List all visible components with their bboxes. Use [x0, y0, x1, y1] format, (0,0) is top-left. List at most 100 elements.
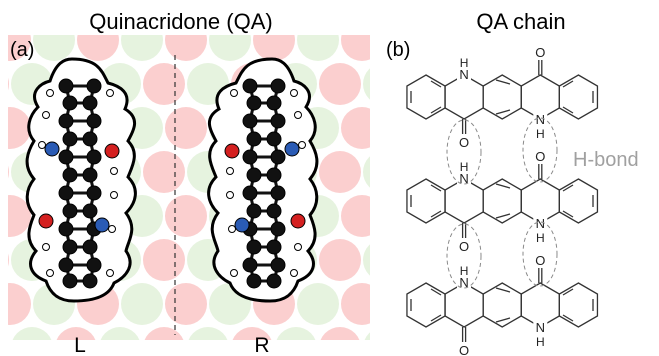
oxygen-label: O [459, 343, 469, 356]
atom [266, 95, 282, 111]
atom [62, 167, 78, 183]
atom [108, 225, 116, 233]
atom [266, 239, 282, 255]
lattice-site [8, 253, 9, 267]
lattice-site [0, 327, 9, 356]
oxygen-label: O [459, 135, 469, 150]
atom [266, 167, 282, 183]
atom [242, 257, 258, 273]
atom [62, 131, 78, 147]
lattice-site [209, 35, 251, 61]
lattice-site [319, 239, 361, 281]
oxygen-label: O [535, 149, 545, 164]
lattice-site [276, 327, 316, 340]
atom [246, 273, 262, 289]
left-panel-title: Quinacridone (QA) [89, 9, 272, 34]
atom [226, 191, 234, 199]
lattice-site [8, 283, 31, 325]
lattice-site [188, 327, 228, 340]
lattice-site [341, 35, 370, 61]
lattice-site [253, 35, 295, 61]
lattice-site [363, 244, 370, 276]
nitrogen-label: N [536, 216, 545, 231]
lattice-site [297, 35, 339, 61]
lattice-site [363, 156, 370, 188]
atom [86, 78, 102, 94]
lattice-site [144, 327, 184, 340]
nitrogen-label: N [536, 112, 545, 127]
atom [82, 95, 98, 111]
lattice-site [341, 195, 370, 237]
atom [58, 221, 74, 237]
qa-molecule-middle: O O N H N H [406, 149, 599, 254]
atom [94, 217, 110, 233]
lattice-site [385, 107, 427, 149]
atom [266, 131, 282, 147]
atom [246, 167, 262, 183]
lattice-site [341, 107, 370, 149]
atom [290, 269, 298, 277]
atom [298, 141, 306, 149]
lattice-site [385, 283, 427, 325]
atom [294, 111, 302, 119]
atom [42, 111, 50, 119]
atom [270, 185, 286, 201]
lattice-site [8, 195, 31, 237]
nitrogen-label: N [459, 171, 468, 186]
lattice-site [8, 35, 31, 61]
atom [82, 239, 98, 255]
atom [270, 257, 286, 273]
oxygen-label: O [535, 45, 545, 60]
oxygen-label: O [535, 253, 545, 268]
lattice-site [165, 107, 207, 149]
lattice-site [385, 195, 427, 237]
atom [58, 185, 74, 201]
lattice-site [8, 165, 9, 179]
atom [38, 141, 46, 149]
atom [290, 213, 306, 229]
lattice-site [320, 327, 360, 340]
lattice-site [121, 283, 163, 325]
hydrogen-label: H [536, 335, 545, 349]
hydrogen-label: H [536, 127, 545, 141]
lattice-site [319, 151, 361, 193]
atom [38, 213, 54, 229]
atom [242, 185, 258, 201]
atom [266, 203, 282, 219]
molecule-L-atoms [38, 78, 120, 289]
nitrogen-label: N [536, 320, 545, 335]
atom [110, 167, 118, 175]
lattice-site [143, 239, 185, 281]
enantiomer-label-L: L [74, 334, 86, 356]
atom [270, 113, 286, 129]
oxygen-label: O [459, 239, 469, 254]
atom [82, 131, 98, 147]
hbond-label: H-bond [573, 149, 639, 171]
lattice-site [8, 107, 31, 149]
atom [62, 95, 78, 111]
atom [246, 239, 262, 255]
hydrogen-label: H [460, 264, 469, 278]
atom [266, 273, 282, 289]
atom [82, 273, 98, 289]
qa-molecule-bottom: O O N H N H [406, 253, 599, 356]
atom [242, 113, 258, 129]
lattice-site [232, 327, 272, 340]
hbond-ellipse [446, 119, 482, 185]
lattice-site [33, 35, 75, 61]
lattice-site [407, 327, 449, 356]
atom [82, 167, 98, 183]
atom [228, 225, 236, 233]
atom [246, 131, 262, 147]
atom [224, 143, 240, 159]
lattice-site [165, 195, 207, 237]
atom [58, 149, 74, 165]
atom [82, 203, 98, 219]
atom [58, 257, 74, 273]
atom [270, 149, 286, 165]
atom [44, 141, 60, 157]
atom [294, 243, 302, 251]
lattice-site [77, 35, 119, 61]
panel-label-a: (a) [10, 39, 34, 61]
